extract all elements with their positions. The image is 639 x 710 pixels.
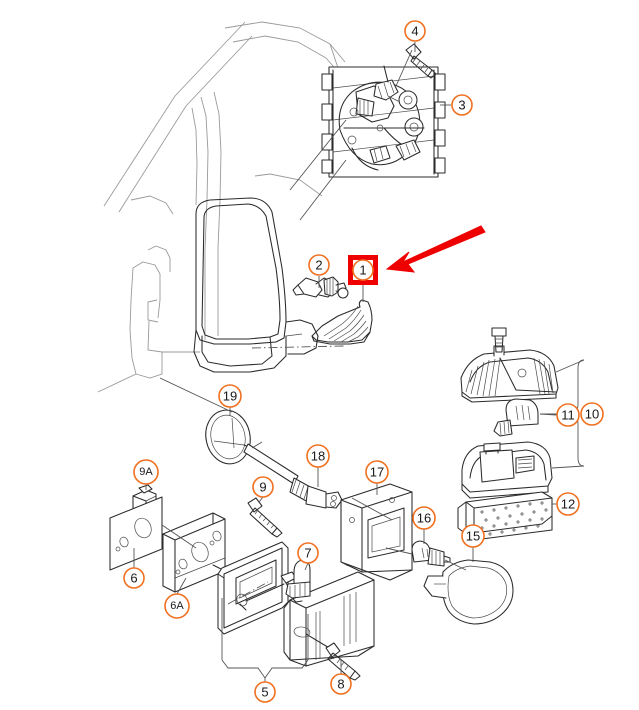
part-10-roof-lamp-cover (460, 345, 559, 403)
part-19-sealing-ring (205, 409, 253, 465)
callout-label: 11 (561, 408, 575, 423)
callout-label: 12 (561, 497, 575, 512)
callout-c1: 1 (352, 259, 374, 281)
callout-label: 8 (337, 677, 344, 692)
vehicle-body-outline (97, 21, 349, 393)
callout-c6A: 6A (164, 593, 190, 619)
callout-c12: 12 (556, 492, 580, 516)
part-18-antenna-base (243, 443, 353, 509)
part-1-turn-signal-lens (311, 299, 373, 345)
callout-c15: 15 (461, 524, 485, 548)
part-6-gasket-seal (109, 496, 163, 571)
callout-c9A: 9A (133, 459, 159, 485)
callout-label: 7 (304, 546, 311, 561)
part-9-fixing-screw (247, 497, 283, 538)
callout-c5: 5 (254, 681, 276, 703)
callout-label: 1 (359, 263, 366, 278)
callout-c19: 19 (218, 384, 242, 408)
callout-c8: 8 (330, 673, 352, 695)
callout-label: 4 (411, 24, 418, 39)
callout-label: 5 (261, 685, 268, 700)
part-17-mounting-bracket (340, 483, 413, 581)
group-brace-5 (221, 659, 309, 679)
callout-label: 18 (311, 449, 325, 464)
part-3-actuator-housing (321, 65, 446, 178)
part-6A-lamp-housing (162, 512, 226, 593)
callout-c9: 9 (252, 476, 274, 498)
callout-label: 19 (223, 389, 237, 404)
callout-c2: 2 (308, 254, 330, 276)
callout-c6: 6 (123, 567, 145, 589)
callout-label: 2 (315, 258, 322, 273)
callout-label: 17 (370, 465, 384, 480)
part-5-lamp-assembly (217, 541, 375, 667)
callout-label: 6A (170, 600, 184, 612)
leader-lines (133, 42, 585, 682)
part-4-mounting-screw (405, 43, 437, 79)
callout-label: 9A (139, 466, 153, 478)
part-11-roof-lamp-bulb (493, 398, 539, 437)
callout-label: 10 (585, 407, 599, 422)
callout-c18: 18 (306, 444, 330, 468)
callout-c17: 17 (365, 460, 389, 484)
callout-label: 9 (259, 480, 266, 495)
callout-c4: 4 (404, 20, 426, 42)
callout-label: 3 (458, 98, 465, 113)
callout-c3: 3 (451, 94, 473, 116)
highlight-box (348, 255, 378, 285)
callout-label: 15 (466, 529, 480, 544)
red-arrow-annotation (385, 225, 486, 273)
roof-lamp-screw (491, 327, 507, 353)
part-2-bulb-holder (292, 276, 349, 299)
part-15-side-marker-lens (423, 559, 514, 625)
exterior-mirror (193, 197, 319, 373)
part-16-side-marker-bulb (411, 540, 451, 567)
callout-c11: 11 (556, 403, 580, 427)
callout-c16: 16 (412, 506, 436, 530)
roof-lamp-base (461, 441, 553, 499)
part-8-fixing-screw (325, 642, 361, 681)
callout-c7: 7 (297, 542, 319, 564)
callout-c10: 10 (580, 402, 604, 426)
callout-label: 6 (130, 571, 137, 586)
callout-label: 16 (417, 511, 431, 526)
